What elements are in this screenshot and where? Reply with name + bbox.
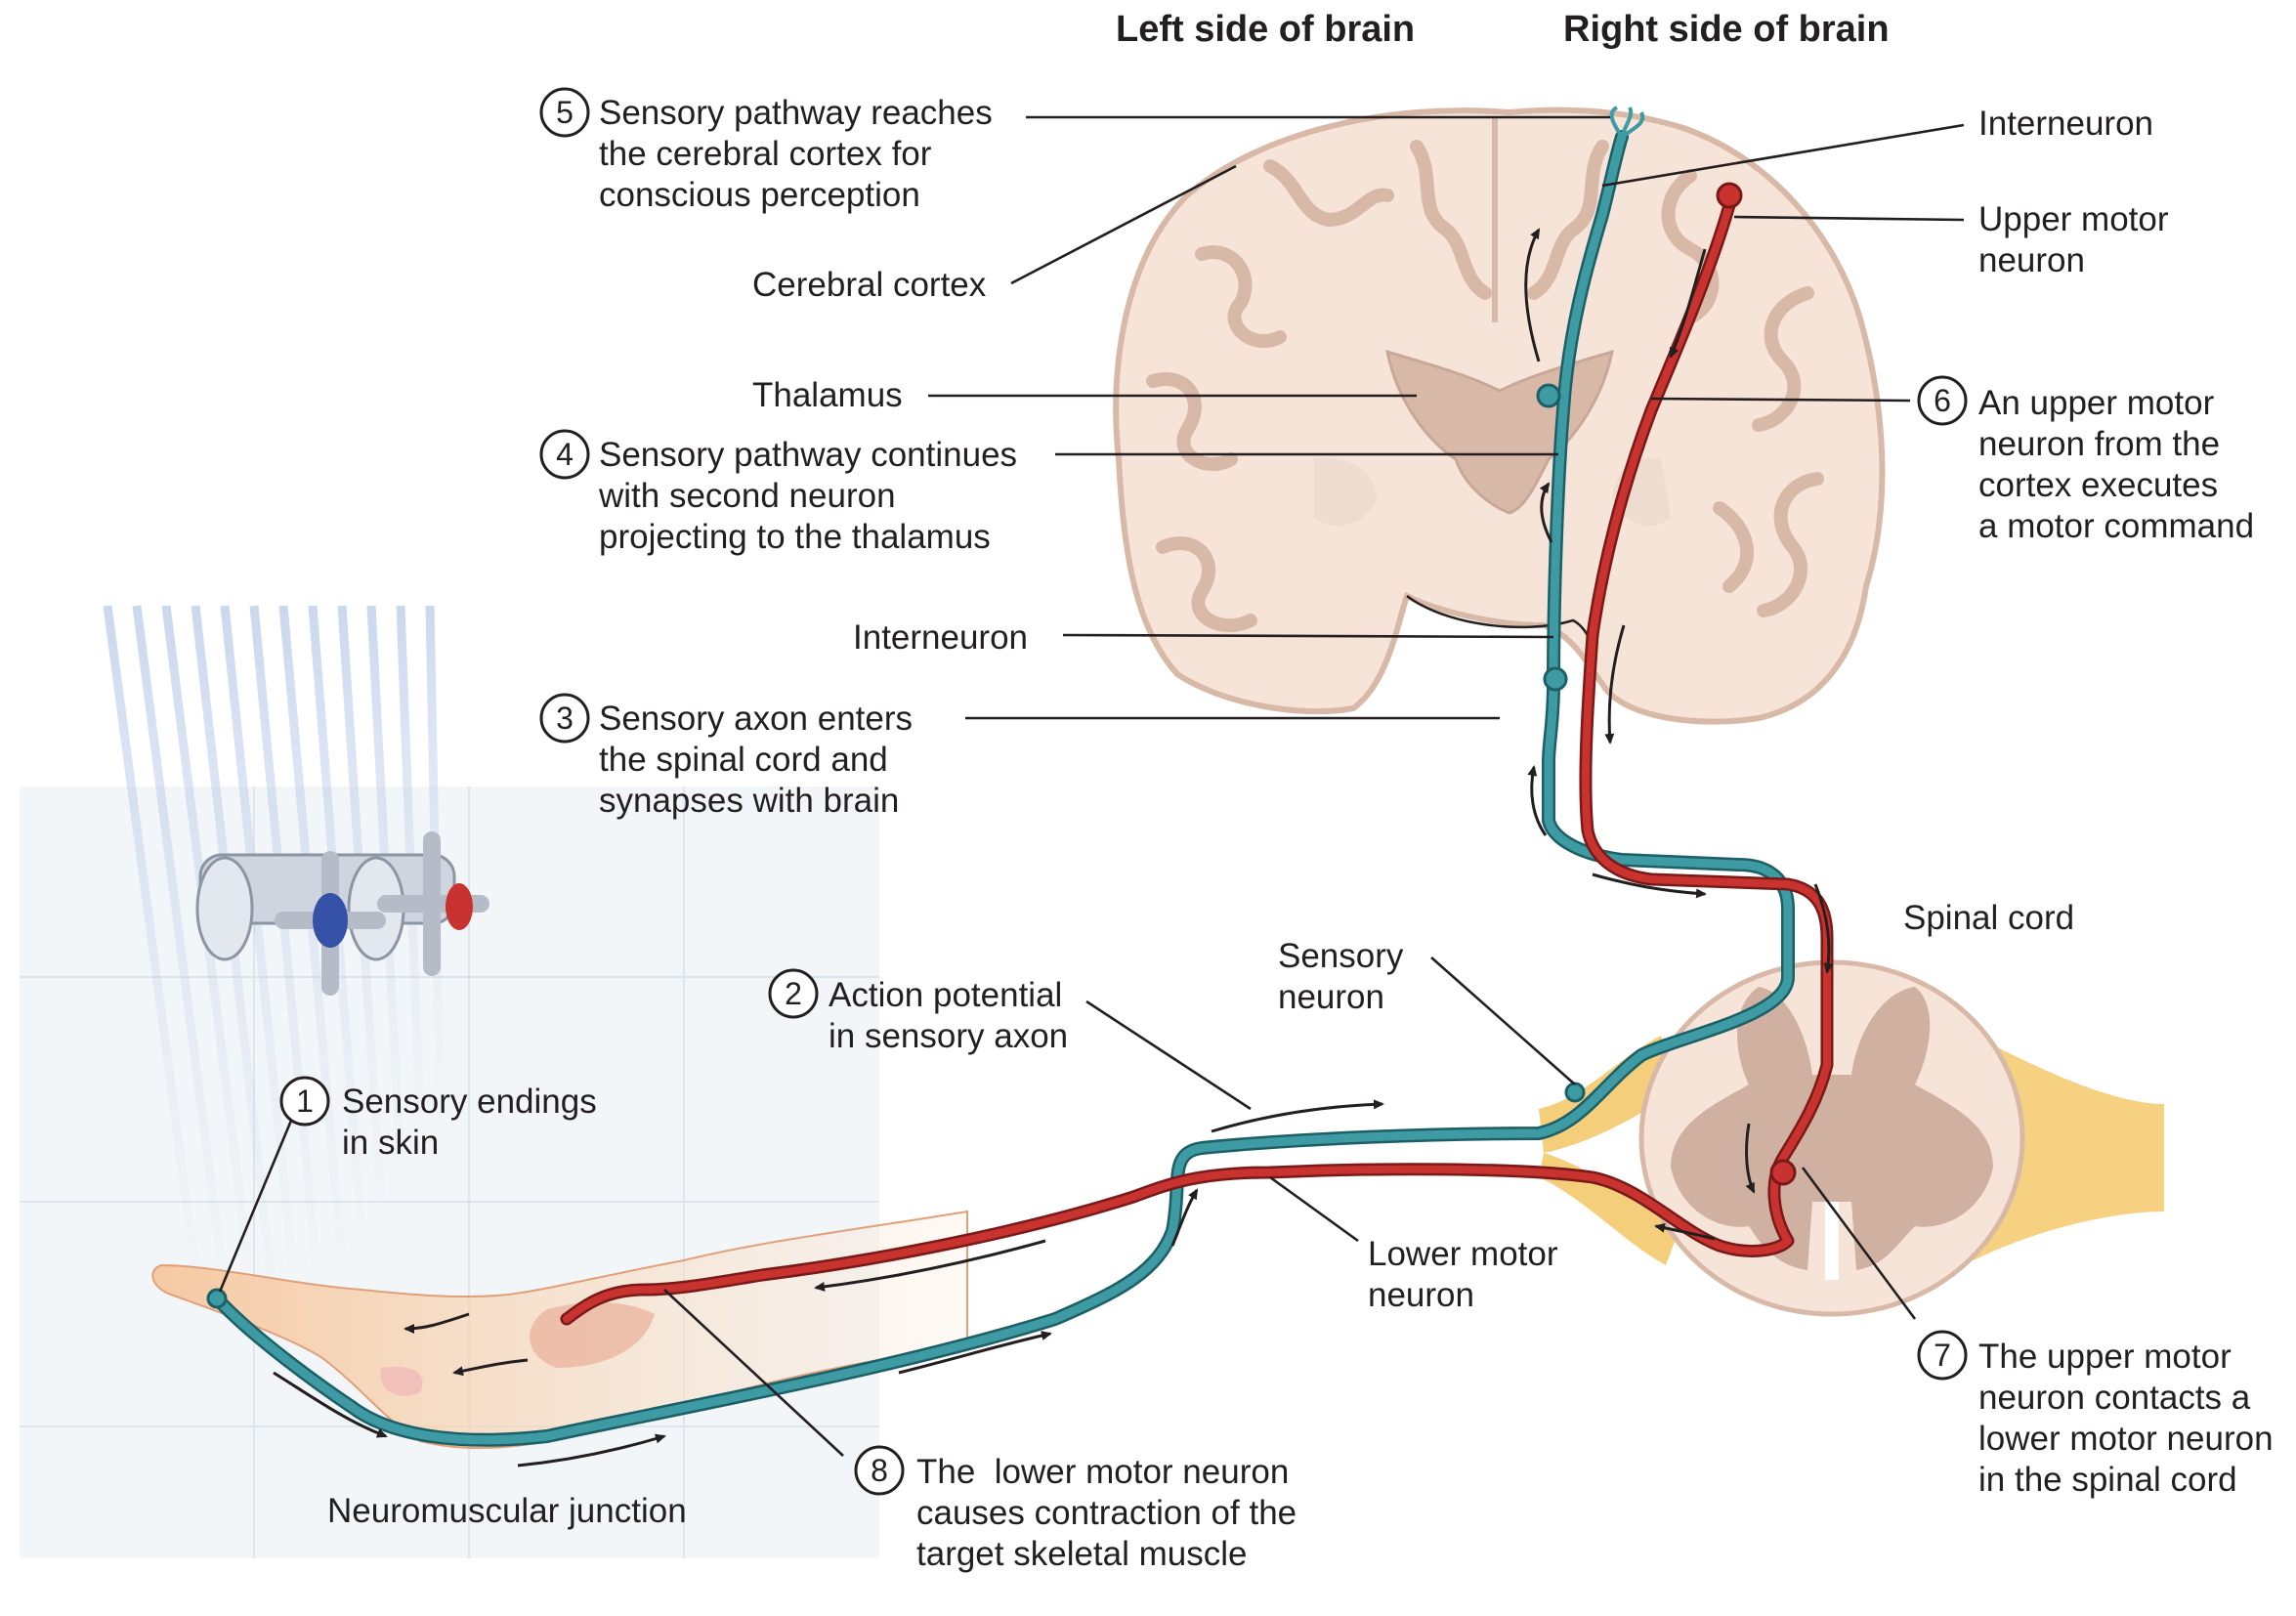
- leader-lines: [218, 115, 1965, 1457]
- step-8-badge: [854, 1445, 905, 1496]
- step-8-number: 8: [871, 1453, 888, 1488]
- label-lower-motor-neuron: Lower motor neuron: [1368, 1235, 1567, 1314]
- right-brain-header: Right side of brain: [1563, 9, 1890, 50]
- label-thalamus: Thalamus: [752, 376, 903, 414]
- step-7: 7 The upper motor neuron contacts a lowe…: [1917, 1330, 2282, 1499]
- step-3-text: Sensory axon enters the spinal cord and …: [599, 700, 922, 820]
- label-cerebral-cortex: Cerebral cortex: [752, 266, 987, 304]
- step-7-number: 7: [1934, 1338, 1951, 1373]
- step-2: 2 Action potential in sensory axon: [768, 968, 1072, 1055]
- step-5-number: 5: [556, 95, 574, 130]
- step-8-text: The lower motor neuron causes contractio…: [916, 1453, 1306, 1573]
- step-4-number: 4: [556, 437, 574, 472]
- step-3-number: 3: [556, 701, 574, 736]
- step-5: 5 Sensory pathway reaches the cerebral c…: [539, 87, 1001, 214]
- label-sensory-neuron: Sensory neuron: [1278, 937, 1413, 1016]
- step-4-badge: [539, 429, 590, 480]
- hot-handle: [377, 831, 489, 976]
- spinal-cord-cross-section: [1539, 959, 2164, 1317]
- step-1-number: 1: [296, 1084, 314, 1119]
- faucet: [195, 831, 489, 996]
- neuron-bodies: [206, 106, 1797, 1309]
- step-7-text: The upper motor neuron contacts a lower …: [1978, 1338, 2282, 1499]
- spinal-gray-matter: [1671, 987, 1993, 1270]
- step-6-badge: [1917, 375, 1968, 426]
- label-spinal-cord: Spinal cord: [1903, 899, 2074, 937]
- step-6-text: An upper motor neuron from the cortex ex…: [1978, 384, 2254, 545]
- sensory-pathway: [210, 130, 1795, 1447]
- labels: Cerebral cortex Thalamus Interneuron Int…: [327, 105, 2178, 1530]
- step-7-badge: [1917, 1330, 1968, 1381]
- step-1-text: Sensory endings in skin: [342, 1083, 606, 1162]
- cortical-gyri: [1146, 140, 1824, 633]
- direction-arrows: [273, 228, 1834, 1467]
- step-1: 1 Sensory endings in skin: [279, 1076, 606, 1162]
- label-upper-motor-neuron: Upper motor neuron: [1978, 200, 2178, 279]
- spinal-interneuron-body: [1543, 666, 1568, 692]
- nerve-root-right: [1974, 1036, 2164, 1260]
- sensory-ending-skin: [206, 1288, 228, 1309]
- step-2-text: Action potential in sensory axon: [829, 976, 1072, 1055]
- label-interneuron-mid: Interneuron: [853, 618, 1028, 657]
- step-6: 6 An upper motor neuron from the cortex …: [1917, 375, 2254, 545]
- step-5-badge: [539, 87, 590, 138]
- step-6-number: 6: [1934, 383, 1951, 418]
- thalamic-neuron-body: [1536, 383, 1561, 408]
- step-4: 4 Sensory pathway continues with second …: [539, 429, 1027, 556]
- sensory-ganglion-body: [1564, 1082, 1586, 1103]
- lower-motor-neuron-body: [1769, 1159, 1797, 1186]
- step-5-text: Sensory pathway reaches the cerebral cor…: [599, 94, 1001, 214]
- step-8: 8 The lower motor neuron causes contract…: [854, 1445, 1306, 1573]
- cold-handle: [275, 851, 386, 996]
- left-brain-header: Left side of brain: [1116, 9, 1415, 50]
- step-3: 3 Sensory axon enters the spinal cord an…: [539, 693, 922, 820]
- step-2-badge: [768, 968, 819, 1019]
- cortical-sensory-ending: [1609, 106, 1645, 139]
- brain-coronal-section: [1113, 106, 1886, 725]
- step-2-number: 2: [785, 976, 802, 1011]
- upper-motor-neuron-body: [1716, 182, 1743, 209]
- step-4-text: Sensory pathway continues with second ne…: [598, 436, 1027, 556]
- label-interneuron-top: Interneuron: [1978, 105, 2153, 143]
- step-3-badge: [539, 693, 590, 744]
- motor-pathway: [560, 198, 1834, 1326]
- label-neuromuscular-junction: Neuromuscular junction: [327, 1492, 687, 1530]
- step-1-badge: [279, 1076, 330, 1127]
